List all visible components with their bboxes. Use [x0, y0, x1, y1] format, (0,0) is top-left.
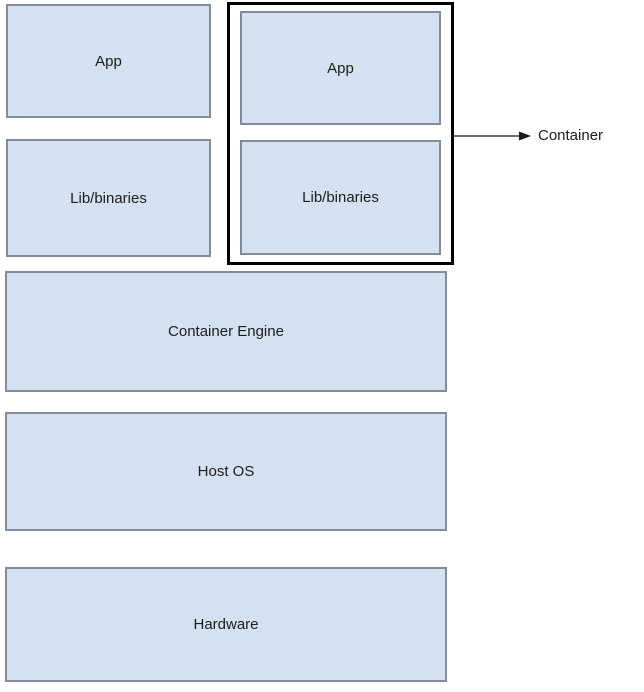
app-box-left: App	[6, 4, 211, 118]
app-box-container: App	[240, 11, 441, 125]
lib-binaries-box-left: Lib/binaries	[6, 139, 211, 257]
app-box-left-label: App	[95, 52, 122, 70]
host-os-label: Host OS	[197, 463, 255, 480]
app-box-container-label: App	[327, 59, 354, 77]
container-callout-label: Container	[538, 127, 604, 144]
container-arrow-icon	[453, 131, 531, 141]
hardware-label: Hardware	[193, 616, 259, 633]
lib-binaries-box-left-label: Lib/binaries	[70, 189, 147, 207]
lib-binaries-box-container-label: Lib/binaries	[302, 189, 379, 206]
lib-binaries-box-container: Lib/binaries	[240, 140, 441, 255]
container-outline: App Lib/binaries	[227, 2, 454, 265]
container-engine-box: Container Engine	[5, 271, 447, 392]
hardware-box: Hardware	[5, 567, 447, 682]
host-os-box: Host OS	[5, 412, 447, 531]
container-engine-label: Container Engine	[168, 323, 284, 340]
